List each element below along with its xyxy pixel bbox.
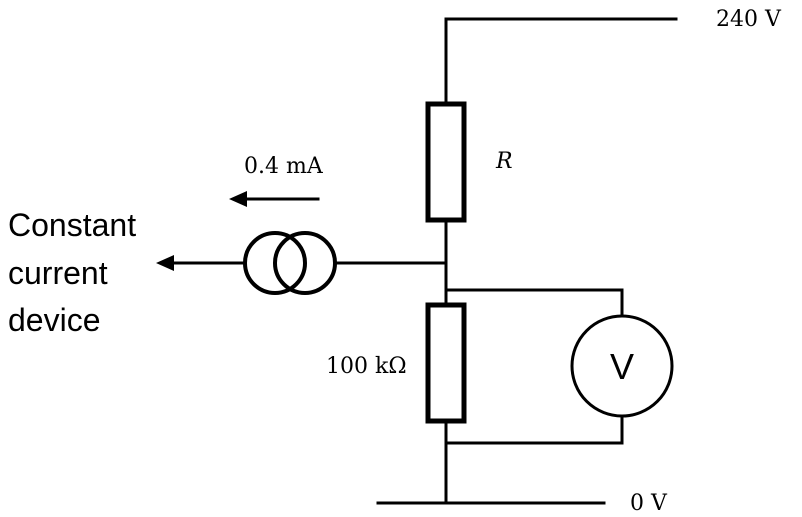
current-arrow-head [229,191,247,207]
voltmeter-label: V [610,346,634,387]
voltmeter [570,314,674,418]
resistor-100k-label: 100 kΩ [326,354,407,379]
supply-voltage-label: 240 V [716,7,782,32]
current-label: 0.4 mA [244,154,324,179]
device-label-line3: device [8,302,101,338]
resistor-100k [425,302,467,424]
device-label-line1: Constant [8,207,136,243]
device-label-line2: current [8,255,108,291]
resistor-r-label: R [495,149,513,174]
voltmeter-top-wire [444,288,624,318]
voltmeter-bottom-wire [444,414,624,445]
output-arrow-head [156,255,174,271]
constant-current-symbol [243,231,337,295]
resistor-r [425,101,467,223]
ground-voltage-label: 0 V [630,491,668,516]
wires [170,17,678,505]
